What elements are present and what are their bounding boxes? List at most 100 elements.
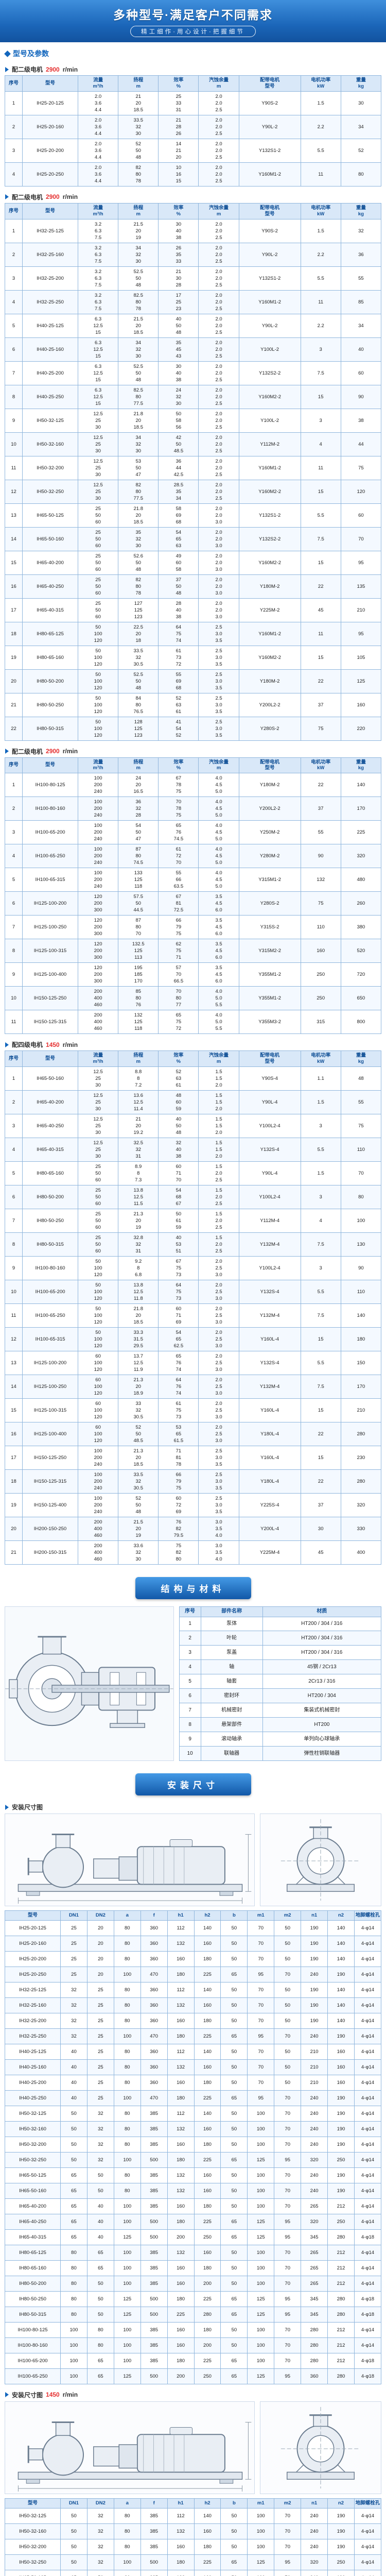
table-cell: 100 200 240 bbox=[77, 1493, 119, 1517]
table-cell: 280 bbox=[327, 2291, 355, 2307]
table-cell: 12.5 25 30 bbox=[77, 455, 119, 480]
table-cell: IH50-32-200 bbox=[5, 2538, 61, 2555]
table-cell: 50 bbox=[220, 2167, 248, 2183]
table-cell: 53 65 61.5 bbox=[158, 1422, 199, 1446]
table-cell: 100 bbox=[247, 2507, 275, 2524]
table-cell: 80 bbox=[113, 2074, 141, 2091]
table-cell: 60 72 69 bbox=[158, 1493, 199, 1517]
table-cell: 4-φ14 bbox=[354, 2321, 382, 2338]
table-cell: 500 bbox=[140, 2291, 168, 2307]
table-cell: 180 bbox=[340, 1327, 382, 1351]
table-cell: 225 bbox=[194, 2213, 221, 2230]
table-cell: 60 100 120 bbox=[77, 1398, 119, 1422]
install-drawings-1 bbox=[5, 1814, 381, 1906]
table-cell: 11 bbox=[300, 455, 341, 480]
table-cell: 65 bbox=[220, 2090, 248, 2106]
table-cell: 180 bbox=[167, 2028, 195, 2044]
table-cell: 叶轮 bbox=[200, 1631, 263, 1646]
table-cell: IH125-100-250 bbox=[22, 915, 78, 940]
table-cell: 3.5 4.5 6.0 bbox=[198, 915, 239, 940]
table-cell: 37 bbox=[300, 796, 341, 821]
table-cell: 50 bbox=[220, 1935, 248, 1952]
table-cell: 132 bbox=[167, 2059, 195, 2075]
table-cell: 40 bbox=[86, 2213, 114, 2230]
table-cell: 21.8 20 18.5 bbox=[118, 1303, 159, 1328]
table-cell: 65 bbox=[60, 2229, 87, 2245]
table-cell: 250 bbox=[327, 2554, 355, 2570]
table-cell: 12.5 25 30 bbox=[77, 1138, 119, 1162]
table-cell: IH150-125-250 bbox=[22, 986, 78, 1011]
table-cell: 80 bbox=[113, 2012, 141, 2029]
table-cell: 140 bbox=[194, 1981, 221, 1998]
table-cell: 2.0 2.0 3.0 bbox=[198, 503, 239, 528]
table-cell: 70 78 75 bbox=[158, 796, 199, 821]
table-cell: 25 bbox=[86, 2012, 114, 2029]
table-cell: 120 200 300 bbox=[77, 939, 119, 963]
table-cell: 2.0 2.0 2.5 bbox=[198, 242, 239, 267]
column-header: 扬程 m bbox=[118, 75, 159, 92]
table-cell: Y132S2-2 bbox=[238, 527, 301, 551]
table-cell: 100 bbox=[247, 2105, 275, 2122]
table-cell: 125 bbox=[113, 2306, 141, 2323]
table-cell: 11 bbox=[5, 1010, 23, 1035]
table-cell: 160 bbox=[327, 2074, 355, 2091]
table-cell: 70 bbox=[247, 2059, 275, 2075]
table-cell: 2 bbox=[5, 796, 23, 821]
table-cell: 127 125 123 bbox=[118, 598, 159, 622]
table-cell: 65 bbox=[86, 2244, 114, 2261]
table-cell: 225 bbox=[194, 2090, 221, 2106]
table-cell: 250 bbox=[300, 986, 341, 1011]
table-cell: IH80-65-160 bbox=[5, 2260, 61, 2276]
table-cell: 80 bbox=[113, 2043, 141, 2060]
table-cell: 250 bbox=[300, 962, 341, 987]
table-cell: 112 bbox=[167, 1981, 195, 1998]
table-cell: 33.5 32 30.5 bbox=[118, 1469, 159, 1494]
table-cell: 61 75 73 bbox=[158, 1398, 199, 1422]
table-cell: 212 bbox=[327, 2337, 355, 2353]
column-header: 汽蚀余量 m bbox=[198, 1050, 239, 1067]
table-cell: 50 bbox=[60, 2554, 87, 2570]
table-cell: 52 50 48 bbox=[118, 1493, 159, 1517]
table-cell: 190 bbox=[327, 2090, 355, 2106]
table-cell: IH65-40-200 bbox=[22, 550, 78, 575]
table-cell: 160 bbox=[167, 2012, 195, 2029]
table-cell: 80 bbox=[113, 1951, 141, 1967]
table-cell: 25 50 60 bbox=[77, 550, 119, 575]
table-cell: 4-φ14 bbox=[354, 2507, 382, 2524]
table-cell: 385 bbox=[140, 2260, 168, 2276]
column-header: 汽蚀余量 m bbox=[198, 202, 239, 219]
table-cell: 80 bbox=[113, 2569, 141, 2576]
table-cell: 1.5 bbox=[300, 1090, 341, 1114]
table-cell: 11 bbox=[5, 1303, 23, 1328]
table-cell: Y160M2-2 bbox=[238, 479, 301, 504]
table-cell: 7 bbox=[179, 1703, 201, 1718]
table-cell: 160 bbox=[194, 2059, 221, 2075]
column-header: 配带电机 型号 bbox=[238, 757, 301, 774]
column-header: h1 bbox=[167, 1910, 195, 1921]
table-cell: IH200-150-250 bbox=[22, 1517, 78, 1541]
table-cell: 75 82 80 bbox=[158, 1540, 199, 1565]
table-cell: 100 bbox=[113, 1966, 141, 1982]
table-cell: 3 bbox=[300, 1114, 341, 1138]
table-cell: IH100-80-125 bbox=[5, 2321, 61, 2338]
table-cell: 70 bbox=[340, 527, 382, 551]
table-cell: 15 bbox=[300, 645, 341, 670]
table-cell: 17 25 23 bbox=[158, 290, 199, 314]
table-cell: 45钢 / 2Cr13 bbox=[262, 1659, 382, 1675]
table-cell: 35 32 30 bbox=[118, 527, 159, 551]
table-cell: 100 bbox=[247, 2523, 275, 2539]
table-cell: 65 bbox=[220, 2028, 248, 2044]
table-cell: IH65-40-315 bbox=[5, 2229, 61, 2245]
